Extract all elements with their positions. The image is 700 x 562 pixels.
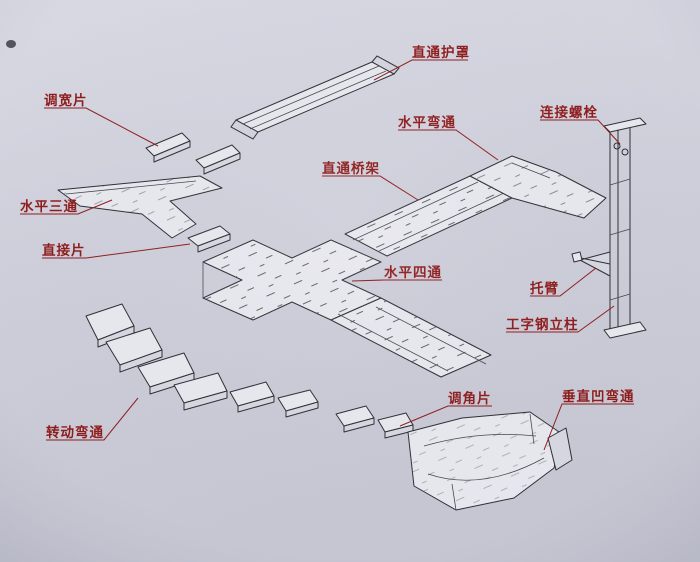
label-straight-tray: 直通桥架 xyxy=(322,160,380,177)
label-bracket-arm: 托臂 xyxy=(530,280,559,297)
label-horizontal-elbow: 水平弯通 xyxy=(398,114,456,131)
label-horizontal-tee: 水平三通 xyxy=(20,198,78,215)
label-ibeam-column: 工字钢立柱 xyxy=(506,316,579,333)
scan-artifact-spot xyxy=(6,40,16,48)
label-rotating-elbow: 转动弯通 xyxy=(46,424,104,441)
label-direct-piece: 直接片 xyxy=(42,242,86,259)
label-angle-adjust-piece: 调角片 xyxy=(448,390,492,407)
label-vertical-concave-elbow: 垂直凹弯通 xyxy=(562,388,635,405)
label-width-adjust-piece: 调宽片 xyxy=(44,92,88,109)
label-connecting-bolt: 连接螺栓 xyxy=(540,104,598,121)
bracket-tip-plate xyxy=(571,251,583,263)
label-straight-cover: 直通护罩 xyxy=(412,44,470,61)
label-horizontal-cross: 水平四通 xyxy=(384,264,442,281)
